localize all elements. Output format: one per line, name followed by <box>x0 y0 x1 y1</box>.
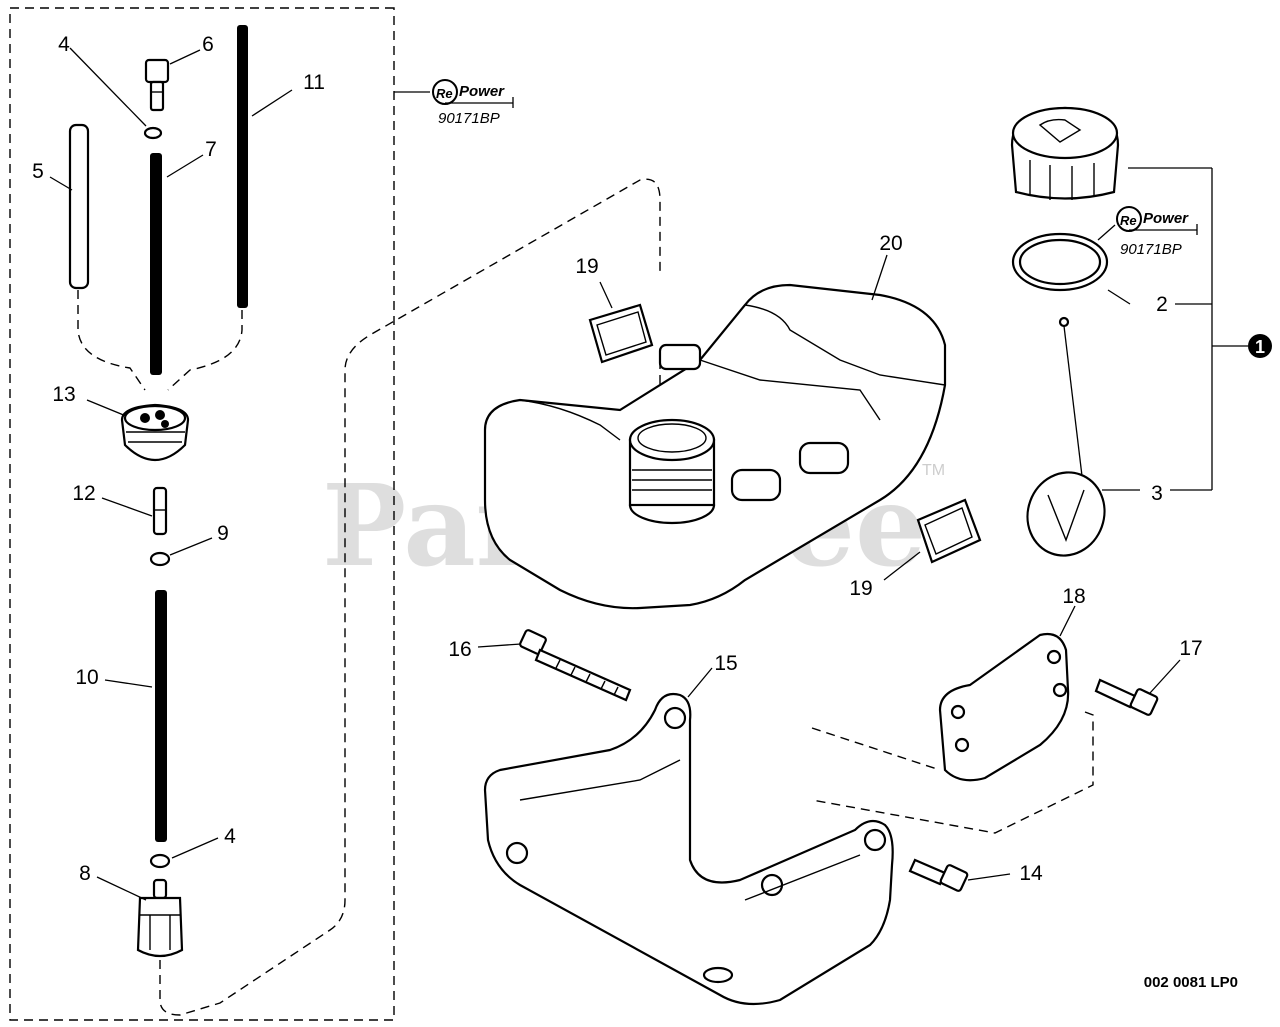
callout-20: 20 <box>879 232 902 255</box>
hose-5-to-grommet <box>77 290 146 391</box>
repower-part-number: 90171BP <box>1120 241 1182 258</box>
repower-brand-prefix: Re <box>1120 213 1137 228</box>
fuel-hose-part-10 <box>155 590 167 842</box>
callout-13: 13 <box>52 383 75 406</box>
callout-5: 5 <box>32 160 44 183</box>
callout-14: 14 <box>1019 862 1043 885</box>
bracket-assembly-lines <box>811 711 1094 834</box>
repower-brand-suffix: Power <box>459 83 505 100</box>
hose-11-to-grommet <box>167 310 243 391</box>
callout-3: 3 <box>1151 482 1163 505</box>
callout-19-lower: 19 <box>849 577 872 600</box>
repower-logo-icon <box>1116 206 1142 232</box>
diagram-code: 002 0081 LP0 <box>1144 974 1238 991</box>
watermark-trademark: TM <box>922 462 945 479</box>
fuel-routing-line <box>159 178 661 1016</box>
callout-4-upper: 4 <box>58 33 70 56</box>
callout-2: 2 <box>1156 293 1168 316</box>
fuel-hose-part-5 <box>68 123 90 290</box>
fuel-filter-part-8 <box>136 878 184 958</box>
callout-19-upper: 19 <box>575 255 598 278</box>
callout-4-lower: 4 <box>224 825 236 848</box>
strainer-part-3 <box>1026 316 1106 557</box>
o-ring-part-9 <box>149 551 171 567</box>
callout-7: 7 <box>205 138 217 161</box>
leader-lines <box>49 47 1248 901</box>
fitting-part-12 <box>152 486 168 536</box>
grommet-part-13 <box>120 403 190 462</box>
tank-bracket-part-15 <box>483 692 894 1006</box>
callout-1-badge <box>1248 334 1272 358</box>
retainer-ring-part-2 <box>1011 232 1109 292</box>
o-ring-part-4-lower <box>149 853 171 869</box>
cushion-part-19-lower <box>916 498 982 564</box>
fuel-hose-part-7 <box>150 153 162 375</box>
fuel-cap-part-1 <box>1010 106 1120 200</box>
fitting-part-6 <box>144 58 170 112</box>
callout-12: 12 <box>72 482 95 505</box>
fuel-hose-part-11 <box>237 25 248 308</box>
callout-labels: 1 2 3 4 4 5 6 7 8 9 10 11 12 13 14 15 16… <box>32 33 1272 885</box>
repower-badge-1: Re Power 90171BP <box>432 79 514 127</box>
callout-17: 17 <box>1179 637 1202 660</box>
bracket-plate-part-18 <box>938 632 1070 782</box>
callout-9: 9 <box>217 522 229 545</box>
fuel-line-kit-box <box>9 7 395 1021</box>
repower-badge-2: Re Power 90171BP <box>1116 206 1198 258</box>
callout-16: 16 <box>448 638 471 661</box>
o-ring-part-4-upper <box>143 126 163 140</box>
screw-part-16 <box>519 629 632 702</box>
repower-brand-suffix: Power <box>1143 210 1189 227</box>
callout-6: 6 <box>202 33 214 56</box>
callout-8: 8 <box>79 862 91 885</box>
repower-logo-icon <box>432 79 458 105</box>
cushion-part-19-upper <box>588 303 654 364</box>
callout-15: 15 <box>714 652 737 675</box>
callout-11: 11 <box>303 71 325 94</box>
callout-18: 18 <box>1062 585 1085 608</box>
screw-part-17 <box>1094 678 1159 716</box>
screw-part-14 <box>908 858 969 892</box>
repower-brand-prefix: Re <box>436 86 453 101</box>
repower-part-number: 90171BP <box>438 110 500 127</box>
fuel-tank-part-20 <box>483 283 947 610</box>
callout-1: 1 <box>1255 337 1265 357</box>
callout-10: 10 <box>75 666 98 689</box>
